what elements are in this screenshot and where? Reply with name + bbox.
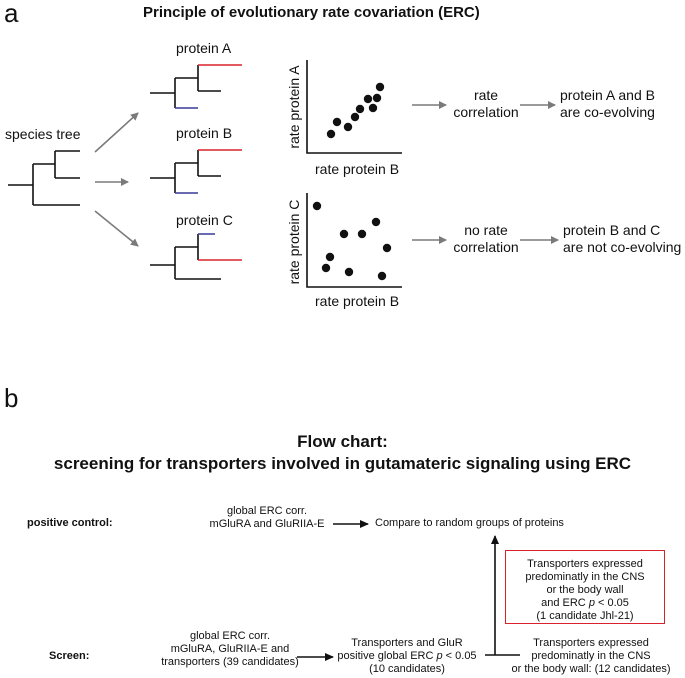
plot1-ylabel: rate protein A	[286, 65, 302, 149]
box-line4-p: p	[588, 597, 595, 609]
box-line4-b: < 0.05	[594, 597, 629, 609]
transporters-glur-line1: Transporters and GluR	[351, 637, 463, 649]
protein-b-label: protein B	[176, 125, 233, 141]
screen-global-line2: mGluRA, GluRIIA-E and	[170, 643, 290, 655]
plot1-points	[326, 82, 385, 139]
tg-line2-p: p	[436, 650, 443, 662]
screen-global-erc: global ERC corr. mGluRA, GluRIIA-E and t…	[160, 630, 300, 669]
plot2-axes	[306, 193, 402, 288]
flow-title-line2: screening for transporters involved in g…	[53, 454, 632, 473]
rate-correlation-line2: correlation	[453, 104, 519, 120]
plot2-points	[312, 201, 392, 281]
box-line4: and ERC p < 0.05	[506, 597, 664, 610]
plot2-ylabel: rate protein C	[286, 199, 302, 285]
protein-a-tree	[150, 64, 242, 109]
rate-correlation-text: rate correlation	[446, 87, 526, 121]
expressed-line1: Transporters expressed	[533, 637, 649, 649]
co-evolving-line2: are co-evolving	[560, 104, 655, 120]
transporters-glur: Transporters and GluR positive global ER…	[337, 637, 477, 676]
rate-correlation-line1: rate	[473, 87, 499, 103]
no-rate-correlation-text: no rate correlation	[441, 222, 531, 256]
panel-a-title: Principle of evolutionary rate covariati…	[143, 4, 480, 21]
co-evolving-text: protein A and B are co-evolving	[560, 87, 655, 121]
panel-letter-a: a	[4, 0, 19, 28]
transporters-glur-line2: positive global ERC p < 0.05	[337, 650, 477, 663]
expressed-candidates: Transporters expressed predominatly in t…	[500, 637, 682, 676]
compare-random-text: Compare to random groups of proteins	[375, 517, 564, 529]
protein-b-tree	[150, 149, 242, 194]
no-rate-line1: no rate	[464, 222, 508, 238]
expressed-line3: or the body wall: (12 candidates)	[511, 663, 671, 675]
species-tree-label: species tree	[5, 126, 81, 142]
box-line2: predominatly in the CNS	[525, 571, 645, 583]
screen-global-line3: transporters (39 candidates)	[161, 656, 299, 668]
box-line4-a: and ERC	[541, 597, 589, 609]
box-line5: (1 candidate Jhl-21)	[536, 610, 634, 622]
flow-title-line1: Flow chart:	[297, 432, 388, 451]
flow-arrows	[297, 520, 499, 661]
species-to-trees-arrows	[94, 112, 139, 247]
protein-a-label: protein A	[176, 40, 232, 56]
expressed-line2: predominatly in the CNS	[531, 650, 651, 662]
plot1-xlabel: rate protein B	[315, 161, 400, 177]
no-rate-line2: correlation	[453, 239, 519, 255]
box-line3: or the body wall	[546, 584, 624, 596]
screen-global-line1: global ERC corr.	[189, 630, 271, 642]
not-co-evolving-line1: protein B and C	[563, 222, 661, 238]
co-evolving-line1: protein A and B	[560, 87, 655, 103]
not-co-evolving-line2: are not co-evolving	[563, 239, 682, 255]
protein-c-tree	[150, 233, 242, 280]
pc-global-erc: global ERC corr. mGluRA and GluRIIA-E	[205, 505, 329, 531]
tg-line2-a: positive global ERC	[337, 650, 437, 662]
tg-line2-b: < 0.05	[442, 650, 477, 662]
positive-control-label: positive control:	[27, 517, 113, 529]
final-candidate-box: Transporters expressed predominatly in t…	[505, 550, 665, 624]
protein-c-label: protein C	[176, 212, 233, 228]
screen-label: Screen:	[49, 650, 90, 662]
pc-global-line2: mGluRA and GluRIIA-E	[209, 518, 325, 530]
result-arrows	[412, 101, 559, 244]
plot2-xlabel: rate protein B	[315, 293, 400, 309]
not-co-evolving-text: protein B and C are not co-evolving	[563, 222, 681, 256]
species-tree	[8, 150, 80, 206]
transporters-glur-line3: (10 candidates)	[369, 663, 445, 675]
pc-global-line1: global ERC corr.	[226, 505, 308, 517]
box-line1: Transporters expressed	[527, 558, 643, 570]
panel-letter-b: b	[4, 383, 19, 413]
plot1-axes	[306, 60, 402, 154]
flow-chart-title: Flow chart: screening for transporters i…	[0, 431, 685, 475]
